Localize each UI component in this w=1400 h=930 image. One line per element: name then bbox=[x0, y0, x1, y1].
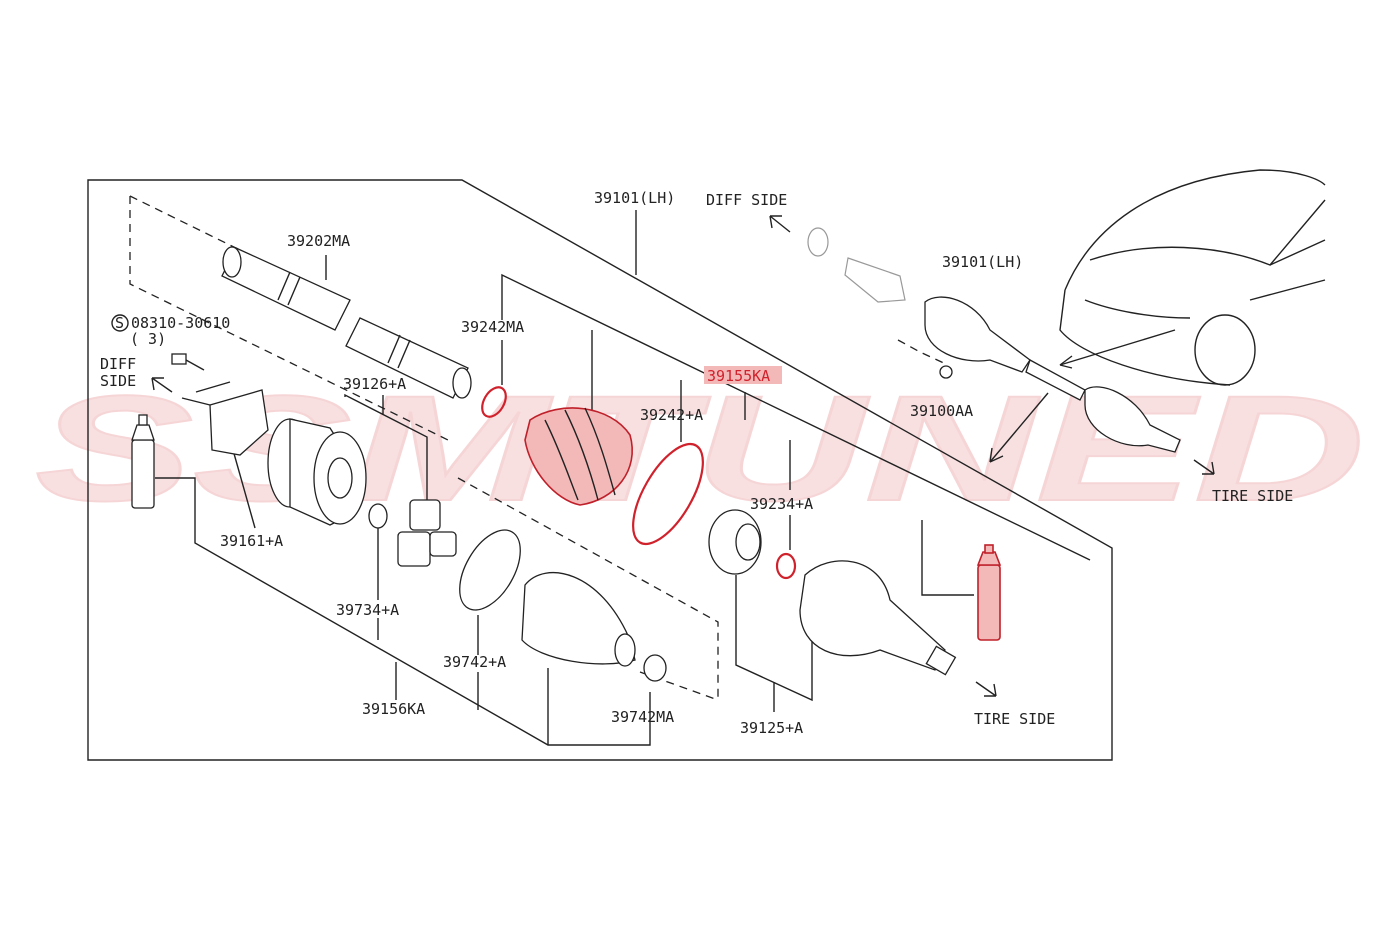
label-08310-30610: 08310-30610 bbox=[131, 314, 230, 332]
axle-shaft-39202ma[interactable] bbox=[221, 246, 472, 399]
outer-boot-39155ka[interactable] bbox=[524, 407, 633, 506]
label-39100aa: 39100AA bbox=[910, 402, 973, 420]
label-39126a: 39126+A bbox=[343, 375, 406, 393]
band-39242a[interactable] bbox=[619, 434, 717, 555]
label-qty-3: ( 3) bbox=[130, 330, 166, 348]
outer-frame bbox=[87, 179, 1113, 761]
circlip-39234a[interactable] bbox=[775, 552, 797, 580]
tripod-joint[interactable] bbox=[397, 499, 457, 567]
arrow-diff-side-left bbox=[151, 377, 173, 393]
label-39242ma: 39242MA bbox=[461, 318, 524, 336]
label-39202ma: 39202MA bbox=[287, 232, 350, 250]
label-tire-side-right: TIRE SIDE bbox=[1212, 487, 1293, 505]
outer-joint-39125a[interactable] bbox=[799, 560, 957, 676]
s-symbol-circle bbox=[111, 314, 129, 332]
dashed-box-shaft bbox=[129, 196, 449, 441]
label-39101-lh-right: 39101(LH) bbox=[942, 253, 1023, 271]
arrow-tire-side-right bbox=[1193, 459, 1215, 475]
snap-ring-39734a[interactable] bbox=[368, 503, 388, 529]
label-39155ka-highlight bbox=[704, 366, 782, 384]
label-s-symbol: S bbox=[115, 314, 124, 332]
dashed-box-boot bbox=[457, 477, 719, 700]
label-39161a: 39161+A bbox=[220, 532, 283, 550]
grease-tube-left[interactable] bbox=[131, 414, 155, 509]
label-diff-side-top: DIFF SIDE bbox=[706, 191, 787, 209]
small-band-39742ma[interactable] bbox=[643, 654, 667, 682]
leader-lines bbox=[155, 210, 1091, 746]
band-clamp-39742a[interactable] bbox=[447, 520, 533, 620]
label-tire-side-bottom: TIRE SIDE bbox=[974, 710, 1055, 728]
car-illustration bbox=[989, 169, 1326, 463]
arrow-tire-side-bottom bbox=[975, 681, 997, 697]
label-39101-lh-top: 39101(LH) bbox=[594, 189, 675, 207]
ball-cage[interactable] bbox=[708, 509, 762, 575]
grease-tube-right[interactable] bbox=[976, 544, 1002, 641]
band-39242ma[interactable] bbox=[477, 383, 510, 421]
label-39742a: 39742+A bbox=[443, 653, 506, 671]
arrow-diff-side-top bbox=[769, 215, 791, 233]
label-39156ka: 39156KA bbox=[362, 700, 425, 718]
dust-cover-39161a[interactable] bbox=[181, 381, 269, 456]
label-39242a: 39242+A bbox=[640, 406, 703, 424]
inner-joint-housing-39126a[interactable] bbox=[267, 418, 367, 526]
bolt-08310-30610[interactable] bbox=[171, 353, 205, 371]
label-39734a: 39734+A bbox=[336, 601, 399, 619]
axle-assembly-overview[interactable] bbox=[807, 227, 1181, 453]
label-39155ka: 39155KA bbox=[707, 367, 770, 385]
label-39234a: 39234+A bbox=[750, 495, 813, 513]
label-diff-left-2: SIDE bbox=[100, 372, 136, 390]
label-39125a: 39125+A bbox=[740, 719, 803, 737]
inner-boot[interactable] bbox=[521, 571, 636, 667]
label-39742ma: 39742MA bbox=[611, 708, 674, 726]
label-diff-left-1: DIFF bbox=[100, 355, 136, 373]
